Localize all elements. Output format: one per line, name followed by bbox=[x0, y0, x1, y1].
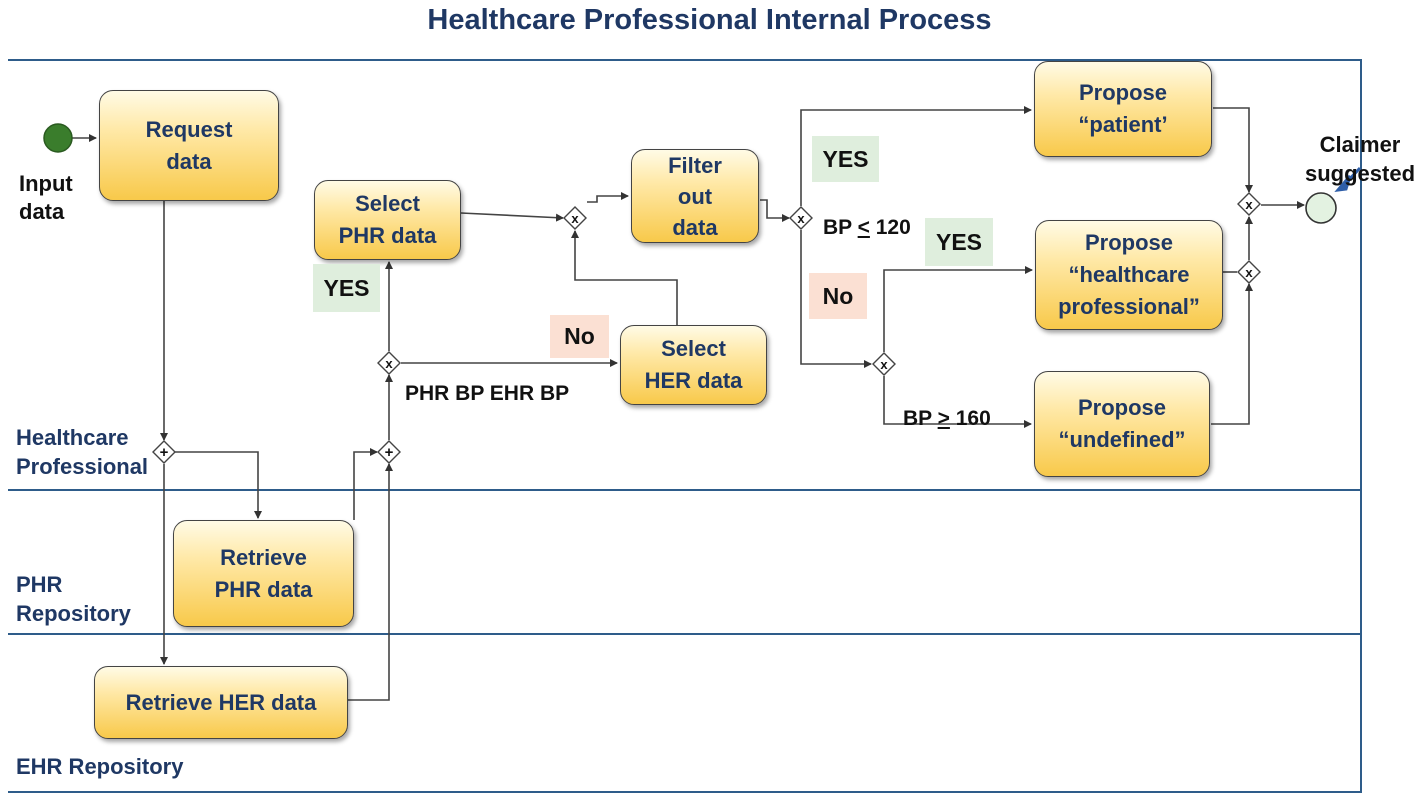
gateway-exclusive-end-lower: x bbox=[1237, 260, 1261, 284]
condition-bp-ge-160: BP > 160 bbox=[903, 377, 991, 433]
gateway-exclusive-bp-120: x bbox=[789, 206, 813, 230]
svg-text:+: + bbox=[385, 444, 394, 461]
svg-text:x: x bbox=[571, 211, 579, 226]
gateway-parallel-split: + bbox=[152, 440, 176, 464]
diagram-title: Healthcare Professional Internal Process bbox=[427, 4, 992, 36]
lane-label-healthcare: Healthcare Professional bbox=[16, 425, 149, 479]
condition-bp-ge-160-symbol: > bbox=[937, 407, 950, 430]
badge-yes-select-phr: YES bbox=[313, 264, 380, 312]
end-event-label: Claimer suggested bbox=[1305, 132, 1416, 186]
svg-text:x: x bbox=[1245, 197, 1253, 212]
flow-split-to-retrieve-phr bbox=[175, 451, 262, 519]
pool-bottom-border bbox=[8, 791, 1362, 793]
gateway-exclusive-bp-compare: x bbox=[377, 351, 401, 375]
condition-bp-le-120-prefix: BP bbox=[823, 216, 858, 239]
flow-select-her-to-merge bbox=[571, 230, 678, 325]
gateway-exclusive-bp-160: x bbox=[872, 352, 896, 376]
svg-text:x: x bbox=[880, 357, 888, 372]
task-retrieve-phr-data[interactable]: Retrieve PHR data bbox=[173, 520, 354, 627]
gateway-exclusive-end-upper: x bbox=[1237, 192, 1261, 216]
task-propose-undefined[interactable]: Propose “undefined” bbox=[1034, 371, 1210, 477]
end-event-icon bbox=[1305, 192, 1337, 224]
task-retrieve-her-data[interactable]: Retrieve HER data bbox=[94, 666, 348, 739]
flow-undefined-to-lower-gateway bbox=[1211, 283, 1253, 425]
gateway-exclusive-merge: x bbox=[563, 206, 587, 230]
condition-bp-le-120: BP < 120 bbox=[823, 186, 911, 242]
svg-text:x: x bbox=[1245, 265, 1253, 280]
task-filter-out-data[interactable]: Filter out data bbox=[631, 149, 759, 243]
flow-patient-to-end-gateway bbox=[1213, 107, 1253, 193]
condition-bp-le-120-value: 120 bbox=[869, 216, 911, 239]
svg-text:+: + bbox=[160, 444, 169, 461]
condition-bp-ge-160-value: 160 bbox=[949, 407, 991, 430]
task-select-her-data[interactable]: Select HER data bbox=[620, 325, 767, 405]
condition-phr-ehr-bp: PHR BP EHR BP bbox=[405, 382, 570, 405]
flow-gateway2-to-hp bbox=[883, 266, 1033, 352]
task-propose-healthcare-professional[interactable]: Propose “healthcare professional” bbox=[1035, 220, 1223, 330]
flow-select-phr-to-merge bbox=[460, 212, 564, 222]
task-select-phr-data[interactable]: Select PHR data bbox=[314, 180, 461, 260]
lane-label-ehr: EHR Repository bbox=[16, 754, 184, 779]
flow-bp-to-patient bbox=[800, 106, 1032, 206]
badge-no-select-her: No bbox=[550, 315, 609, 358]
gateway-parallel-join: + bbox=[377, 440, 401, 464]
claimer-pointer-icon bbox=[1334, 166, 1362, 192]
pool-top-border bbox=[8, 59, 1362, 61]
lane-divider-ehr bbox=[8, 633, 1362, 635]
condition-bp-le-120-symbol: < bbox=[857, 216, 870, 239]
lane-label-phr: PHR Repository bbox=[16, 572, 131, 626]
badge-yes-hp: YES bbox=[925, 218, 993, 266]
condition-bp-ge-160-prefix: BP bbox=[903, 407, 938, 430]
lane-divider-phr bbox=[8, 489, 1362, 491]
flow-bp-to-gateway2 bbox=[800, 230, 872, 368]
badge-yes-patient: YES bbox=[812, 136, 879, 182]
badge-no-bp: No bbox=[809, 273, 867, 319]
task-request-data[interactable]: Request data bbox=[99, 90, 279, 201]
flow-retrieve-her-to-join bbox=[348, 463, 393, 701]
svg-text:x: x bbox=[385, 356, 393, 371]
flow-filter-to-bp-gateway bbox=[760, 199, 790, 222]
task-propose-patient[interactable]: Propose “patient’ bbox=[1034, 61, 1212, 157]
flow-retrieve-phr-to-join bbox=[353, 448, 378, 520]
svg-text:x: x bbox=[797, 211, 805, 226]
pool-right-border bbox=[1360, 59, 1362, 793]
start-event-icon bbox=[43, 123, 73, 153]
flow-gateway2-to-undefined bbox=[883, 376, 1032, 428]
flow-merge-to-filter bbox=[587, 192, 629, 203]
start-event-label: Input data bbox=[19, 171, 73, 224]
